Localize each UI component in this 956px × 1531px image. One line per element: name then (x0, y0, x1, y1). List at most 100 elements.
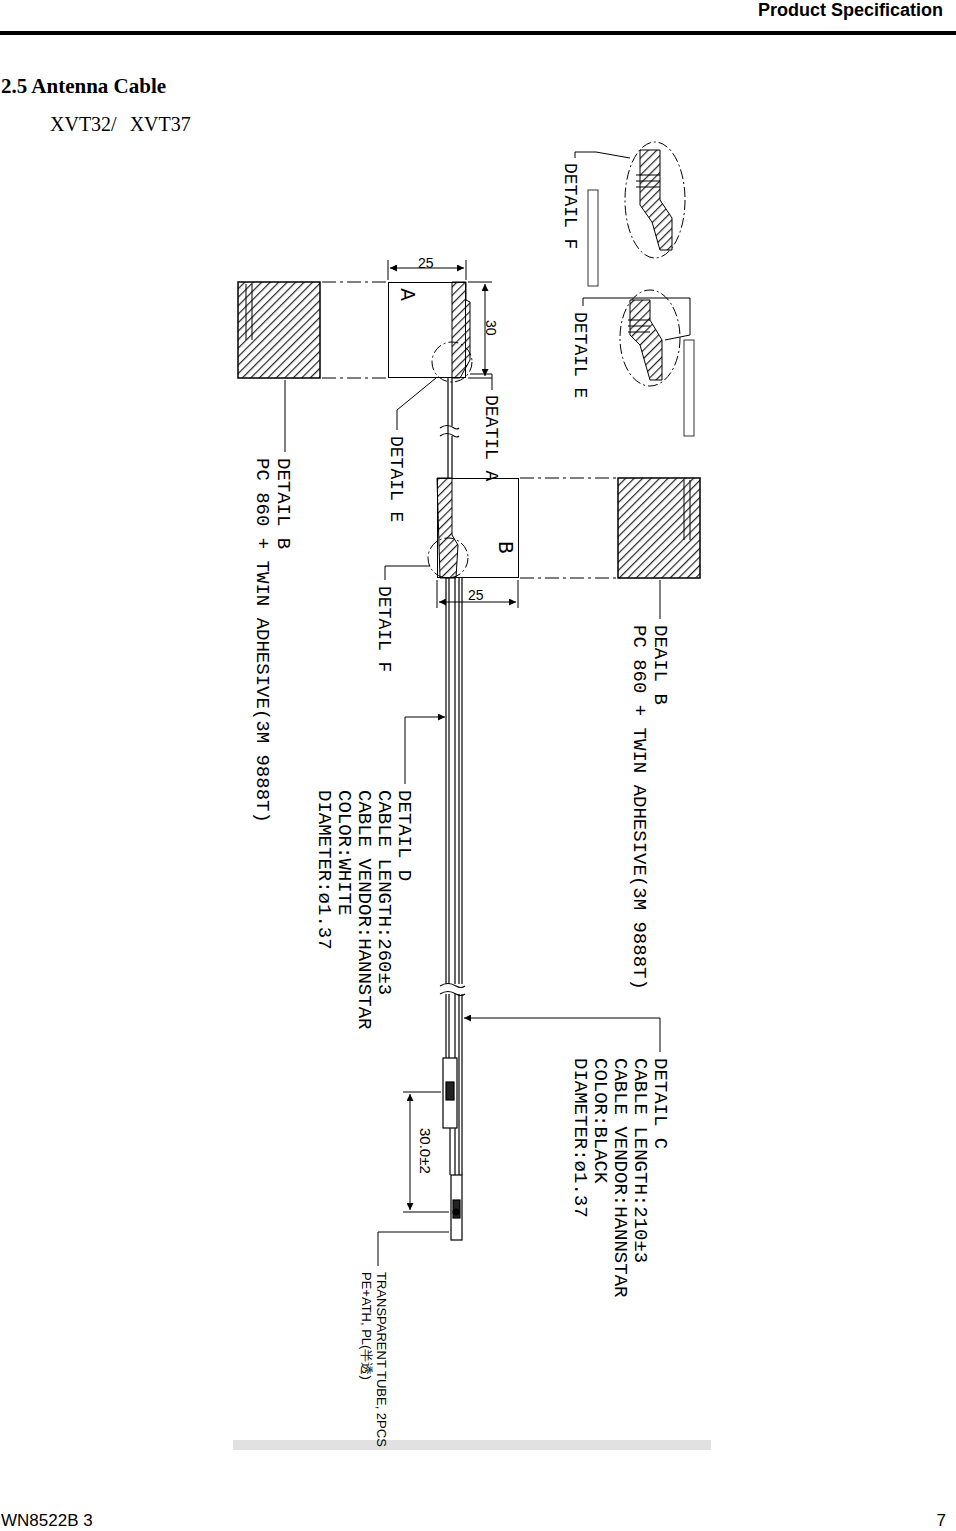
drawing-part (322, 378, 386, 379)
detail-label: DETAIL E (387, 436, 405, 522)
drawing-part (440, 434, 459, 438)
pad-outline: B (437, 478, 519, 578)
drawing-part (628, 320, 650, 321)
adhesive-pad (618, 478, 700, 578)
drawing-part (458, 578, 459, 1175)
break-mark (440, 426, 465, 996)
detail-label: DETAIL C (650, 1058, 669, 1149)
drawing-part (620, 290, 680, 386)
scan-smudge (233, 1440, 711, 1450)
drawing-part (446, 1082, 454, 1100)
dimension-value: 25 (418, 256, 434, 270)
drawing-part (636, 175, 660, 176)
drawing-part (440, 426, 459, 430)
drawing-part (520, 478, 616, 479)
detail-label: DEAIL B (650, 625, 669, 705)
page-number: 7 (937, 1512, 946, 1529)
drawing-part (405, 717, 445, 784)
drawing-part (628, 332, 650, 333)
view-letter: A (398, 288, 417, 301)
detail-label: DETAIL F (561, 163, 579, 249)
cable-spec: CABLE VENDOR:HANNSTAR (610, 1058, 629, 1297)
drawing-part (684, 340, 694, 436)
drawing-part (453, 1209, 459, 1215)
cable-spec: CABLE LENGTH:260±3 (374, 790, 393, 995)
pad-outline: A (388, 282, 466, 378)
drawing-part (636, 181, 660, 182)
drawing-part (660, 580, 661, 619)
connector-body (437, 478, 458, 578)
drawing-part (468, 378, 492, 379)
drawing-part (440, 992, 465, 996)
drawing-part (470, 374, 492, 390)
cable-spec: CABLE LENGTH:210±3 (630, 1058, 649, 1263)
detail-circle (428, 142, 685, 578)
detail-label: DETAIL B (273, 458, 292, 549)
cable-connector (443, 1058, 462, 1240)
cable-spec: DIAMETER:ø1.37 (314, 790, 333, 950)
detail-section (640, 150, 672, 250)
cable-spec: CABLE VENDOR:HANNSTAR (354, 790, 373, 1029)
drawing-part (451, 1175, 462, 1240)
adhesive-pad (238, 282, 320, 378)
drawing-part (625, 142, 685, 258)
drawing-part (428, 538, 468, 578)
drawing-part (437, 580, 438, 608)
drawing-part (410, 1094, 411, 1210)
material-note: PC 860 + TWIN ADHESIVE(3M 9888T) (252, 458, 271, 823)
drawing-part (388, 260, 389, 280)
drawing-part (636, 187, 660, 188)
cable-spec: COLOR:WHITE (334, 790, 353, 915)
drawing-part (449, 1128, 450, 1175)
drawing-part (443, 1058, 457, 1128)
part-note: TRANSPARENT TUBE, 2PCS (375, 1272, 388, 1447)
drawing-part (464, 1018, 660, 1052)
connector-body (452, 282, 470, 378)
drawing-part (403, 1212, 449, 1213)
drawing-part (588, 190, 598, 286)
pad-edge (252, 284, 253, 340)
drawing-part (468, 282, 492, 283)
cable-run (447, 378, 448, 478)
drawing-part (403, 1092, 441, 1093)
detail-label: DETAIL D (394, 790, 413, 881)
drawing-part (466, 260, 467, 280)
dimension-value: 30.0±2 (418, 1128, 433, 1174)
drawing-part (453, 1200, 460, 1218)
doc-number: WN8522B 3 (1, 1512, 93, 1529)
view-letter: B (496, 541, 515, 554)
model-names: XVT32/ XVT37 (50, 114, 191, 134)
cable-spec: COLOR:BLACK (590, 1058, 609, 1183)
drawing-part (378, 1232, 449, 1266)
dimension-value: 25 (468, 588, 484, 602)
part-note: PE+ATH, PL(半透) (360, 1272, 373, 1380)
dimension-lines (388, 260, 518, 1212)
detail-label: DETAIL E (571, 312, 589, 398)
drawing-part (461, 578, 462, 1175)
detail-label: DETAIL F (375, 586, 393, 672)
detail-label: DEATIL A (482, 395, 500, 481)
drawing-part (397, 378, 436, 430)
pad-edge (246, 284, 247, 340)
section-title: 2.5 Antenna Cable (1, 76, 166, 97)
cable-spec: DIAMETER:ø1.37 (570, 1058, 589, 1218)
drawing-part (432, 342, 472, 382)
drawing-part (518, 580, 519, 608)
drawing-part (583, 298, 690, 340)
detail-section (628, 320, 650, 332)
drawing-part (385, 566, 430, 580)
drawing-part (628, 326, 650, 327)
detail-section (630, 300, 662, 380)
dimension-value: 30 (484, 320, 498, 336)
page-header: Product Specification (758, 1, 943, 19)
projection-lines (322, 282, 616, 578)
pad-edge (684, 480, 685, 540)
drawing-part (285, 380, 286, 452)
leader-line (285, 152, 694, 1266)
coax-cable (446, 378, 462, 1175)
drawing-part (575, 152, 630, 158)
pad-edge (690, 480, 691, 540)
drawing-part (440, 984, 465, 988)
